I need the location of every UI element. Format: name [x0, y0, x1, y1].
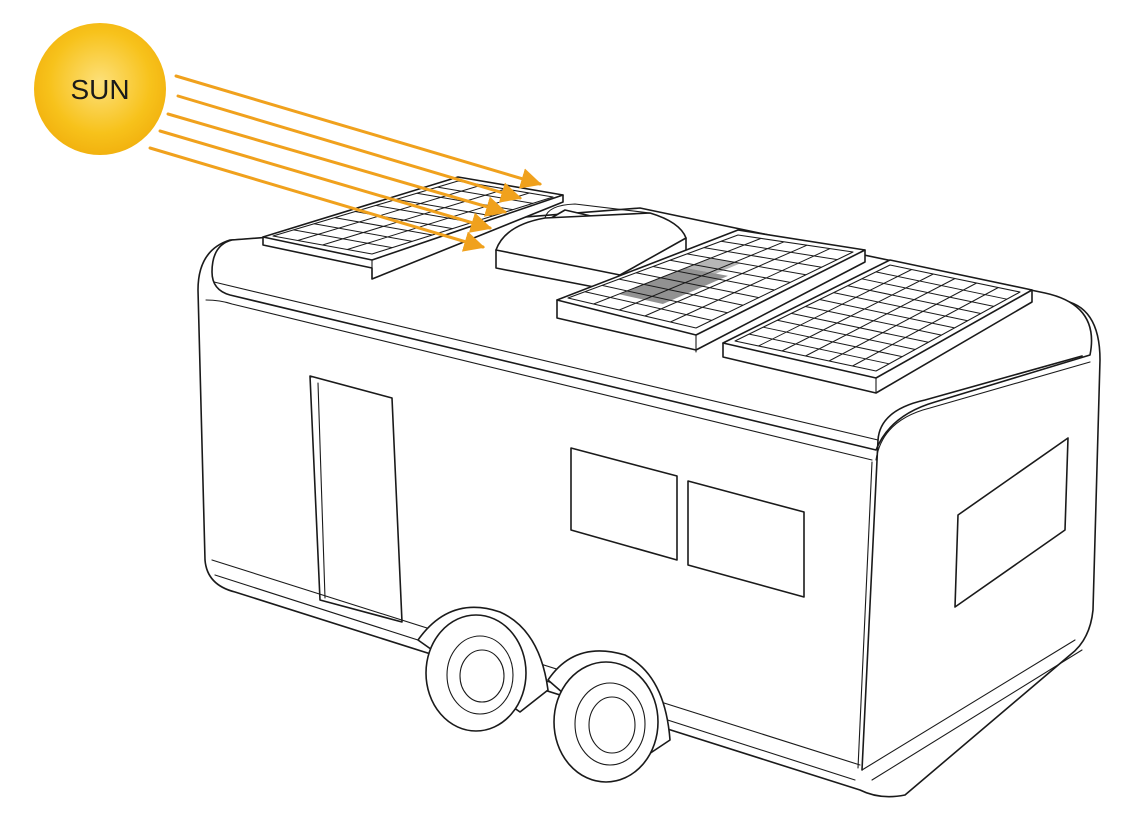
- trailer-door: [309, 375, 403, 623]
- front-corner-curve: [877, 355, 1083, 441]
- panel-cell-line: [619, 241, 785, 311]
- solar-panel-front: [722, 259, 1033, 394]
- panel-cell-line: [686, 253, 806, 276]
- front-bottom-line: [861, 639, 1076, 771]
- side-windows: [570, 447, 805, 598]
- roof-edge-line-2: [205, 299, 873, 461]
- sun: SUN: [34, 23, 166, 155]
- panel-cell-line: [852, 287, 999, 367]
- panel-cell-line: [297, 184, 482, 241]
- front-window: [954, 437, 1069, 608]
- panel-cell-line: [322, 188, 506, 246]
- panel-cell-line: [805, 278, 956, 357]
- panel-cell-line: [593, 237, 762, 305]
- side-window-right: [687, 480, 805, 598]
- panel-cell-line: [703, 247, 822, 268]
- front-face-edge: [861, 439, 879, 771]
- panel-shadow: [685, 258, 741, 274]
- panel-cell-line: [601, 284, 728, 314]
- sun-ray-arrow: [176, 94, 523, 203]
- front-bottom-line-2: [871, 649, 1083, 781]
- wheel-rear: [417, 606, 549, 732]
- roof-edge-line: [213, 281, 879, 441]
- panel-cell-line: [644, 244, 808, 317]
- panel-cell-line: [781, 273, 934, 352]
- sun-ray-arrow: [166, 112, 508, 217]
- sun-ray-arrow: [148, 146, 486, 252]
- sun-rays: [148, 74, 543, 252]
- sun-ray-arrow: [174, 74, 543, 189]
- solar-panel-middle: [556, 229, 866, 353]
- panel-cell-line: [652, 266, 775, 291]
- wheel-front: [547, 650, 671, 783]
- panel-cell-line: [584, 291, 712, 321]
- sun-circle: [34, 23, 166, 155]
- side-window-left: [570, 447, 678, 561]
- panel-cell-line: [669, 259, 791, 283]
- panel-cell-line: [720, 240, 838, 261]
- panel-cell-line: [758, 269, 912, 347]
- sun-label: SUN: [70, 74, 129, 105]
- sun-ray-arrow: [158, 129, 493, 233]
- panel-cell-line: [635, 272, 759, 299]
- panel-cell-line: [828, 282, 977, 362]
- front-face-edge-2: [857, 461, 873, 769]
- panel-cell-line: [670, 248, 831, 323]
- panel-cell-line: [618, 278, 744, 306]
